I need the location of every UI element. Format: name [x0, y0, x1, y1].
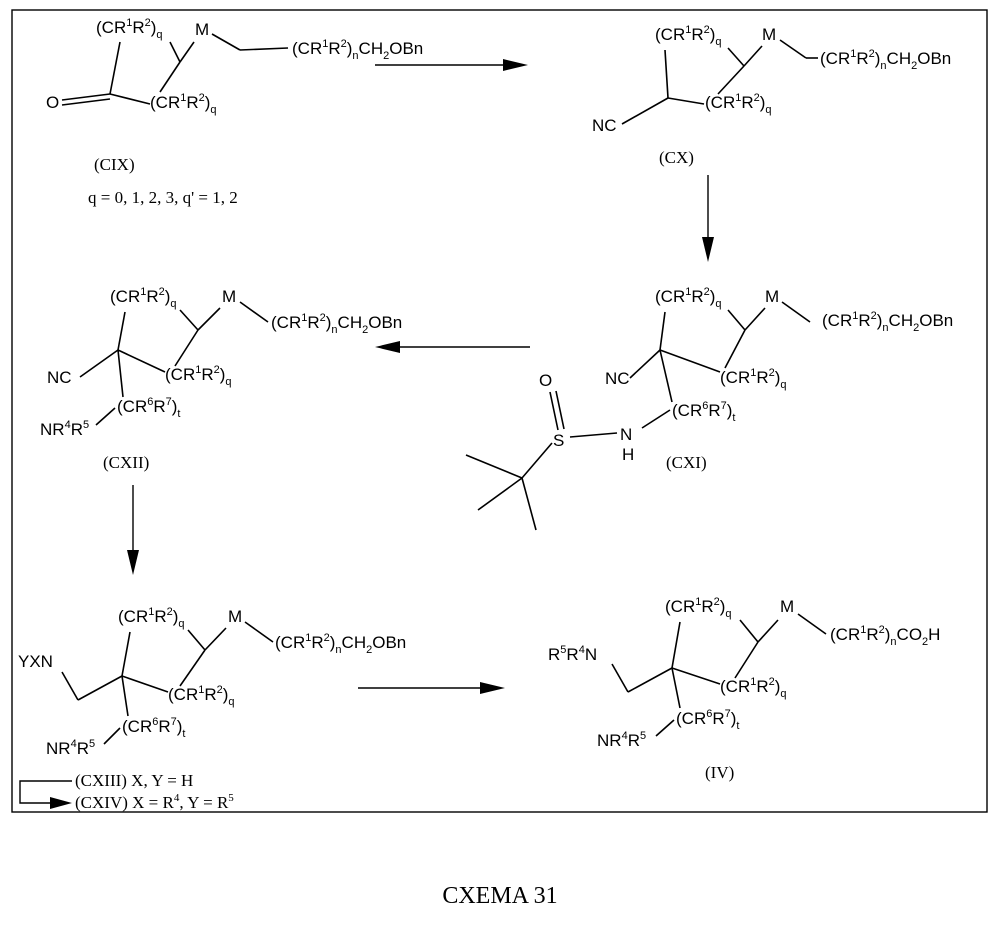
cxi-ring-top-group: (CR1R2)q [655, 286, 722, 310]
compound-cxiii-cxiv: (CR1R2)q M (CR1R2)nCH2OBn YXN (CR1R2)q (… [18, 606, 406, 812]
iv-amine: NR4R5 [597, 730, 646, 750]
cix-ring-bottom-group: (CR1R2)q [150, 92, 217, 116]
cxiii-yxn: YXN [18, 652, 53, 671]
cxii-ring-top-group: (CR1R2)q [110, 286, 177, 310]
iv-ring-top-group: (CR1R2)q [665, 596, 732, 620]
iv-label: (IV) [705, 763, 734, 782]
cxiii-ring-bottom-group: (CR1R2)q [168, 684, 235, 708]
cxii-amine: NR4R5 [40, 419, 89, 439]
cx-label: (CX) [659, 148, 694, 167]
cix-atom-m: M [195, 20, 209, 39]
arrow-cxi-to-cxii [375, 341, 530, 353]
compound-iv: (CR1R2)q M (CR1R2)nCO2H R5R4N (CR1R2)q (… [548, 596, 940, 782]
cxi-ring-bottom-group: (CR1R2)q [720, 367, 787, 391]
cxiii-amine: NR4R5 [46, 738, 95, 758]
cxiii-chain: (CR1R2)nCH2OBn [275, 632, 406, 656]
compound-cxi: (CR1R2)q M (CR1R2)nCH2OBn (CR1R2)q NC (C… [466, 286, 953, 530]
cxiii-to-cxiv-hook-arrow [20, 781, 72, 809]
cxi-label: (CXI) [666, 453, 707, 472]
cxi-atom-h: H [622, 445, 634, 464]
arrow-cxiv-to-iv [358, 682, 505, 694]
cix-variable-note: q = 0, 1, 2, 3, q' = 1, 2 [88, 188, 238, 207]
cxiii-ring-top-group: (CR1R2)q [118, 606, 185, 630]
iv-ring-bottom-group: (CR1R2)q [720, 676, 787, 700]
cxii-label: (CXII) [103, 453, 149, 472]
cxi-side-chain: (CR6R7)t [672, 400, 735, 424]
cix-label: (CIX) [94, 155, 135, 174]
cxi-atom-s: S [553, 431, 564, 450]
cxii-atom-m: M [222, 287, 236, 306]
cxiii-side-chain: (CR6R7)t [122, 716, 185, 740]
compound-cx: (CR1R2)q M (CR1R2)nCH2OBn (CR1R2)q NC (C… [592, 24, 951, 167]
cxii-side-chain: (CR6R7)t [117, 396, 180, 420]
cxii-ring-bottom-group: (CR1R2)q [165, 364, 232, 388]
scheme-caption: CXEMA 31 [442, 883, 557, 909]
compound-cix: (CR1R2)q M (CR1R2)nCH2OBn O (CR1R2)q (CI… [46, 17, 423, 207]
cxiii-atom-m: M [228, 607, 242, 626]
iv-chain: (CR1R2)nCO2H [830, 624, 940, 648]
arrow-cix-to-cx [375, 59, 528, 71]
cxii-nitrile: NC [47, 368, 72, 387]
cxii-chain: (CR1R2)nCH2OBn [271, 312, 402, 336]
iv-side-chain: (CR6R7)t [676, 708, 739, 732]
iv-atom-m: M [780, 597, 794, 616]
arrow-cxii-to-cxiii [127, 485, 139, 575]
cix-chain: (CR1R2)nCH2OBn [292, 38, 423, 62]
cxi-bonds [466, 302, 810, 530]
cxiii-label: (CXIII) X, Y = H [75, 771, 193, 790]
cxi-nitrile: NC [605, 369, 630, 388]
cx-nitrile: NC [592, 116, 617, 135]
cx-ring-bottom-group: (CR1R2)q [705, 92, 772, 116]
cx-ring-top-group: (CR1R2)q [655, 24, 722, 48]
cxi-atom-o: O [539, 371, 552, 390]
cx-atom-m: M [762, 25, 776, 44]
cxi-atom-n: N [620, 425, 632, 444]
cxi-atom-m: M [765, 287, 779, 306]
cx-chain: (CR1R2)nCH2OBn [820, 48, 951, 72]
iv-r5r4n: R5R4N [548, 644, 597, 664]
cxiv-label: (CXIV) X = R4, Y = R5 [75, 792, 234, 812]
arrow-cx-to-cxi [702, 175, 714, 262]
cix-ring-top-group: (CR1R2)q [96, 17, 163, 41]
compound-cxii: (CR1R2)q M (CR1R2)nCH2OBn (CR1R2)q NC (C… [40, 286, 402, 472]
cxi-chain: (CR1R2)nCH2OBn [822, 310, 953, 334]
cix-atom-o: O [46, 93, 59, 112]
